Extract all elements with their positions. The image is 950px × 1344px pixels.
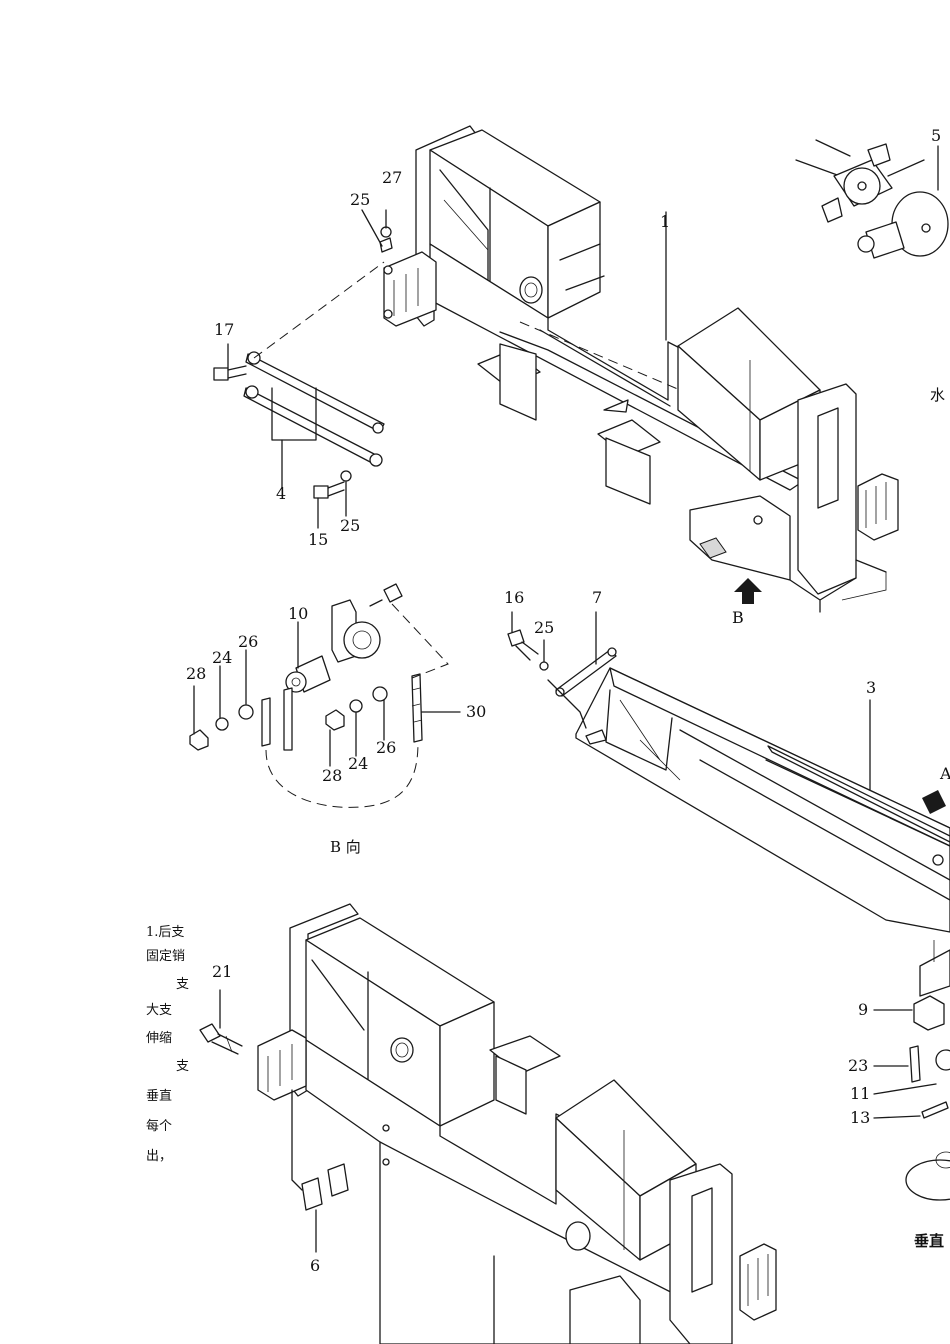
part-number-5: 5 xyxy=(931,126,942,145)
part-number-24: 24 xyxy=(348,754,369,773)
view-arrow-b-label: B xyxy=(732,608,744,627)
text-fragment: 1.后支 xyxy=(146,925,185,940)
part-number-10: 10 xyxy=(288,604,309,623)
part-number-7: 7 xyxy=(592,588,603,607)
part-number-17: 17 xyxy=(214,320,235,339)
text-fragment: 出， xyxy=(146,1149,173,1164)
horizontal-caption-fragment: 水 xyxy=(930,386,946,404)
part-number-28: 28 xyxy=(322,766,343,785)
text-fragment: 每个 xyxy=(146,1119,173,1134)
part-number-16: 16 xyxy=(504,588,525,607)
part-number-13: 13 xyxy=(850,1108,871,1127)
part-number-21: 21 xyxy=(212,962,233,981)
part-number-25: 25 xyxy=(534,618,555,637)
b-view-caption: B 向 xyxy=(330,838,361,856)
text-fragment: 固定销 xyxy=(146,949,186,964)
horizontal-cylinder-parts xyxy=(795,139,949,259)
part-number-25: 25 xyxy=(350,190,371,209)
part-number-15: 15 xyxy=(308,530,329,549)
part-number-27: 27 xyxy=(382,168,403,187)
view-arrow-b-icon xyxy=(734,578,762,604)
text-fragment: 支 xyxy=(176,1059,190,1074)
part-number-28: 28 xyxy=(186,664,207,683)
top-left-bracket xyxy=(361,209,437,327)
part-number-26: 26 xyxy=(238,632,259,651)
lower-left-bracket xyxy=(199,989,349,1253)
text-fragment: 伸缩 xyxy=(146,1031,173,1046)
part-number-24: 24 xyxy=(212,648,233,667)
b-view-detail xyxy=(189,583,461,808)
view-arrow-a-label: A xyxy=(940,764,950,783)
vertical-leg-parts xyxy=(873,940,950,1201)
rear-support-beam xyxy=(415,125,899,613)
part-number-25: 25 xyxy=(340,516,361,535)
part-number-9: 9 xyxy=(858,1000,869,1019)
extension-beam-3 xyxy=(507,611,950,933)
text-fragment: 支 xyxy=(176,977,190,992)
text-fragment: 垂直 xyxy=(146,1089,173,1104)
part-number-11: 11 xyxy=(850,1084,871,1103)
part-number-1: 1 xyxy=(660,212,671,231)
part-number-26: 26 xyxy=(376,738,397,757)
part-number-30: 30 xyxy=(466,702,487,721)
part-number-4: 4 xyxy=(276,484,287,503)
text-fragment: 大支 xyxy=(146,1003,173,1018)
rod-assembly-4 xyxy=(213,261,385,529)
part-number-3: 3 xyxy=(866,678,877,697)
large-support-beam xyxy=(289,903,777,1344)
vertical-caption-fragment: 垂直 xyxy=(914,1232,945,1250)
part-number-23: 23 xyxy=(848,1056,869,1075)
part-number-6: 6 xyxy=(310,1256,321,1275)
